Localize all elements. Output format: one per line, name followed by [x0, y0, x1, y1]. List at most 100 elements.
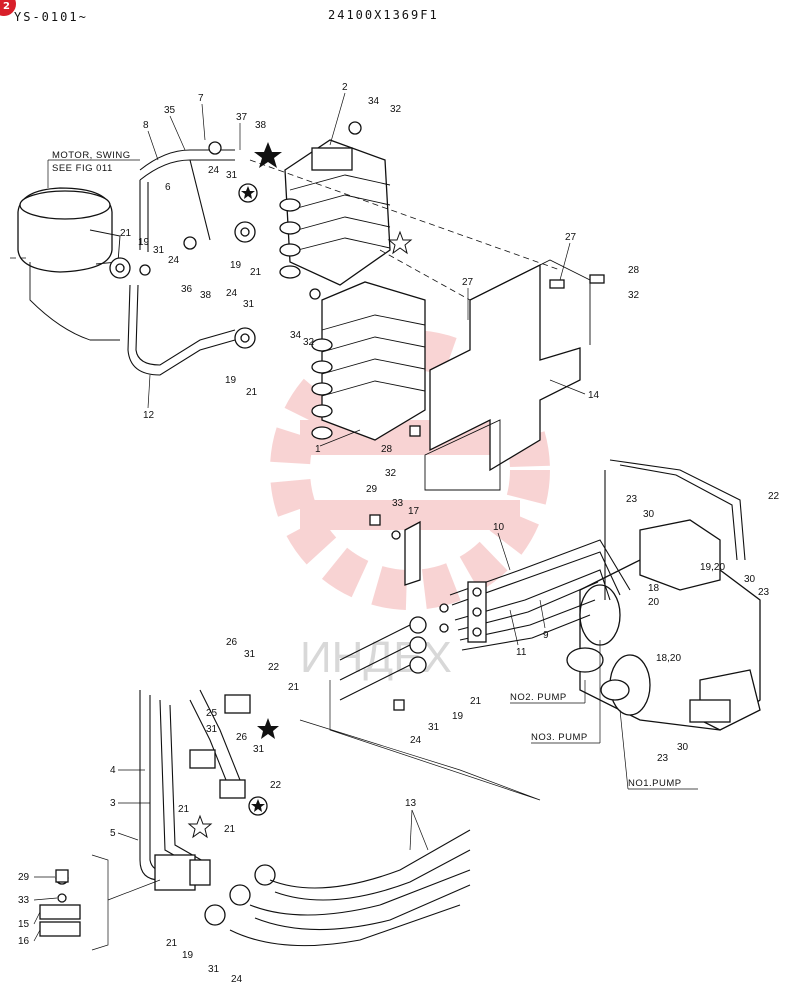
part-label-24b: 24 — [168, 255, 180, 266]
part-label-38b: 38 — [200, 290, 212, 301]
part-label-21: 21 — [120, 228, 132, 239]
part-label-11: 11 — [516, 647, 527, 658]
part-label-20: 20 — [648, 597, 660, 608]
part-label-32d: 32 — [385, 468, 397, 479]
pump-labels: NO2. PUMP NO3. PUMP NO1.PUMP — [510, 640, 698, 790]
swing-motor — [10, 187, 121, 341]
part-label-15: 15 — [18, 919, 30, 930]
page-badge: 2 — [0, 0, 16, 16]
manifold-block — [404, 520, 487, 643]
part-label-18-20: 18,20 — [656, 653, 681, 664]
part-label-26b: 26 — [236, 732, 248, 743]
motor-swing-label: MOTOR, SWING — [52, 150, 131, 161]
no1-pump-label: NO1.PUMP — [628, 778, 682, 789]
hydraulic-pumps — [566, 519, 761, 731]
watermark-text: ИНДЕХ — [300, 633, 452, 682]
control-valve-upper — [279, 139, 391, 286]
mounting-bracket — [424, 259, 591, 491]
part-label-6: 6 — [165, 182, 171, 193]
part-label-33b: 33 — [18, 895, 30, 906]
part-label-8: 8 — [143, 120, 149, 131]
part-label-28: 28 — [628, 265, 640, 276]
part-label-18: 18 — [648, 583, 660, 594]
part-label-19e: 19 — [182, 950, 194, 961]
part-label-23b: 23 — [758, 587, 770, 598]
part-label-9: 9 — [543, 630, 549, 641]
part-labels: 2 34 32 7 35 8 37 38 6 24 31 21 19 31 24… — [18, 82, 780, 985]
part-label-21b: 21 — [250, 267, 262, 278]
part-label-31: 31 — [226, 170, 238, 181]
part-label-24c: 24 — [226, 288, 238, 299]
part-label-4: 4 — [110, 765, 116, 776]
part-label-30c: 30 — [677, 742, 689, 753]
part-label-33: 33 — [392, 498, 404, 509]
part-label-38: 38 — [255, 120, 267, 131]
part-label-22c: 22 — [270, 780, 282, 791]
part-label-22: 22 — [768, 491, 780, 502]
fittings-center — [369, 514, 427, 711]
part-label-21h: 21 — [166, 938, 178, 949]
part-label-24d: 24 — [410, 735, 422, 746]
drawing-code: 24100X1369F1 — [328, 8, 439, 22]
part-label-32c: 32 — [628, 290, 640, 301]
part-label-21g: 21 — [224, 824, 236, 835]
long-pipes-13 — [229, 829, 471, 947]
part-label-32b: 32 — [303, 337, 315, 348]
part-label-35: 35 — [164, 105, 176, 116]
part-label-22b: 22 — [268, 662, 280, 673]
part-label-31f: 31 — [206, 724, 218, 735]
control-valve-lower — [311, 281, 426, 441]
part-label-19: 19 — [138, 237, 150, 248]
part-label-21f: 21 — [178, 804, 190, 815]
no2-pump-label: NO2. PUMP — [510, 692, 567, 703]
part-label-30: 30 — [643, 509, 655, 520]
part-label-17: 17 — [408, 506, 420, 517]
part-label-26: 26 — [226, 637, 238, 648]
part-label-32: 32 — [390, 104, 402, 115]
part-label-29b: 29 — [18, 872, 30, 883]
part-label-21d: 21 — [470, 696, 482, 707]
part-label-14: 14 — [588, 390, 600, 401]
part-label-5: 5 — [110, 828, 116, 839]
part-label-27b: 27 — [462, 277, 474, 288]
part-label-36: 36 — [181, 284, 193, 295]
part-label-31h: 31 — [208, 964, 220, 975]
part-label-21c: 21 — [246, 387, 258, 398]
no3-pump-label: NO3. PUMP — [531, 732, 588, 743]
part-label-21e: 21 — [288, 682, 300, 693]
part-label-19b: 19 — [230, 260, 242, 271]
part-label-28b: 28 — [381, 444, 393, 455]
clamp-detail — [39, 854, 161, 951]
part-label-24e: 24 — [231, 974, 243, 985]
part-label-31e: 31 — [244, 649, 256, 660]
part-label-10: 10 — [493, 522, 505, 533]
part-label-31b: 31 — [153, 245, 165, 256]
part-label-19-20: 19,20 — [700, 562, 725, 573]
part-label-19d: 19 — [452, 711, 464, 722]
part-label-1: 1 — [315, 444, 321, 455]
watermark-gear-icon — [270, 330, 550, 610]
serial-range: YS-0101~ — [14, 10, 88, 24]
part-label-30b: 30 — [744, 574, 756, 585]
part-label-37: 37 — [236, 112, 248, 123]
star-markers — [187, 142, 413, 839]
part-label-27: 27 — [565, 232, 577, 243]
part-label-25: 25 — [206, 708, 218, 719]
part-label-24: 24 — [208, 165, 220, 176]
part-label-31g: 31 — [253, 744, 265, 755]
see-fig-label: SEE FIG 011 — [52, 163, 113, 174]
part-label-23c: 23 — [657, 753, 669, 764]
part-label-13: 13 — [405, 798, 417, 809]
fittings-upper-left — [109, 121, 605, 437]
part-label-2: 2 — [342, 82, 348, 93]
part-label-19c: 19 — [225, 375, 237, 386]
part-label-31d: 31 — [428, 722, 440, 733]
part-label-29: 29 — [366, 484, 378, 495]
part-label-31c: 31 — [243, 299, 255, 310]
pipe-assembly-lower — [139, 689, 276, 926]
part-label-34b: 34 — [290, 330, 302, 341]
part-label-12: 12 — [143, 410, 155, 421]
part-label-7: 7 — [198, 93, 204, 104]
